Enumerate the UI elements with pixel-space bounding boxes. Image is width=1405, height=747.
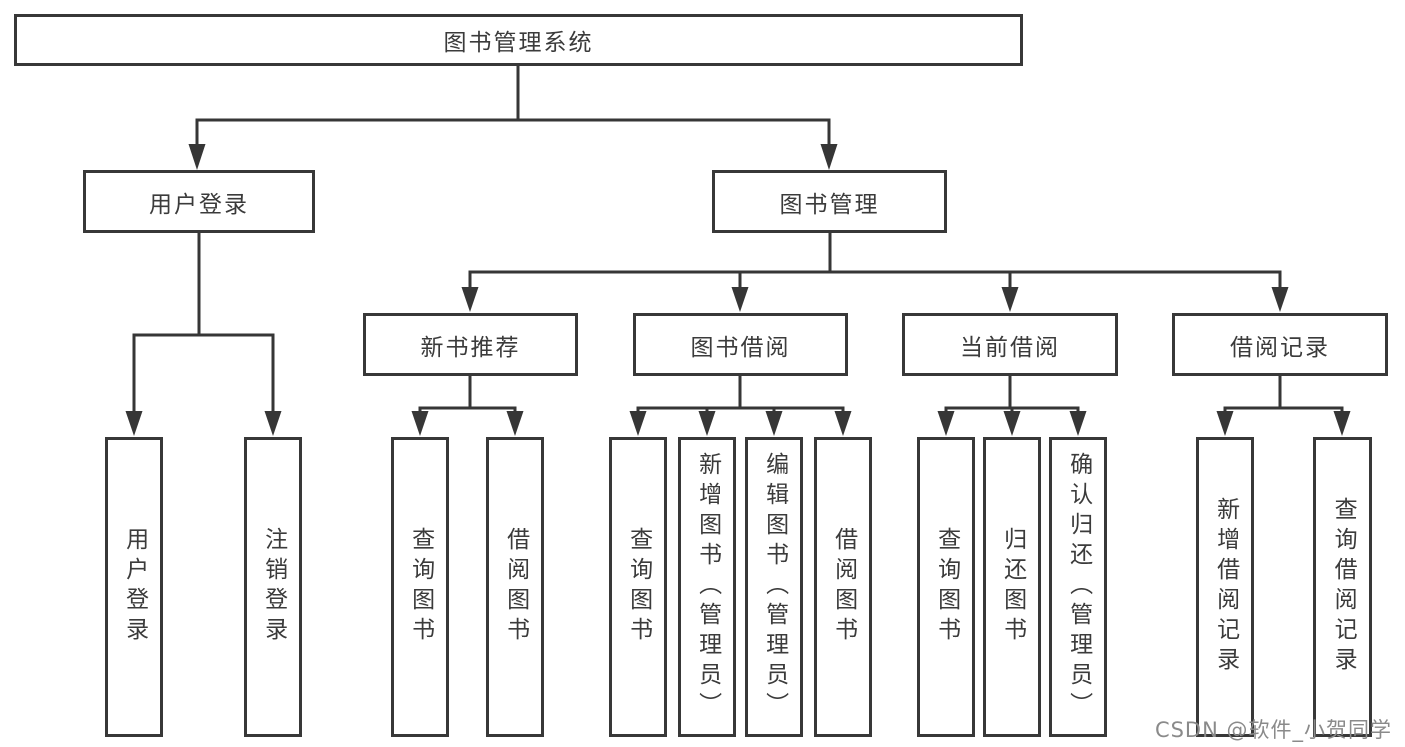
node-user-login-label: 用户登录 [149,191,249,218]
leaf-cb-query-books: 查询图书 [917,437,975,737]
connector-user-login [125,233,282,436]
node-borrow-records-label: 借阅记录 [1230,334,1330,361]
leaf-nbr-borrow-books-label: 借阅图书 [502,527,529,647]
node-book-borrow-label: 图书借阅 [690,334,791,361]
leaf-cb-confirm-return-admin-label: 确认归还（管理员） [1065,452,1092,722]
leaf-logout-login: 注销登录 [244,437,302,737]
leaf-bb-edit-books-admin-label: 编辑图书（管理员） [761,452,788,722]
leaf-bb-borrow-books: 借阅图书 [814,437,872,737]
node-current-borrow-label: 当前借阅 [960,334,1060,361]
connector-new-book-recommend [411,376,524,436]
leaf-bb-add-books-admin: 新增图书（管理员） [678,437,736,737]
connector-book-borrow [629,376,852,436]
connector-root [188,66,838,170]
leaf-bb-add-books-admin-label: 新增图书（管理员） [694,452,721,722]
leaf-br-add-record-label: 新增借阅记录 [1212,497,1239,677]
leaf-nbr-borrow-books: 借阅图书 [486,437,544,737]
leaf-bb-query-books: 查询图书 [609,437,667,737]
leaf-nbr-query-books-label: 查询图书 [407,527,434,647]
connector-borrow-records [1216,376,1351,436]
node-book-borrow: 图书借阅 [633,313,848,376]
leaf-bb-borrow-books-label: 借阅图书 [830,527,857,647]
connector-book-management [461,233,1289,312]
node-book-management: 图书管理 [712,170,947,233]
leaf-bb-query-books-label: 查询图书 [625,527,652,647]
leaf-user-login: 用户登录 [105,437,163,737]
leaf-nbr-query-books: 查询图书 [391,437,449,737]
leaf-br-add-record: 新增借阅记录 [1196,437,1254,737]
node-borrow-records: 借阅记录 [1172,313,1388,376]
node-new-book-recommend: 新书推荐 [363,313,578,376]
connector-current-borrow [937,376,1087,436]
leaf-user-login-label: 用户登录 [121,527,148,647]
leaf-logout-login-label: 注销登录 [260,527,287,647]
leaf-cb-return-books-label: 归还图书 [999,527,1026,647]
node-root-label: 图书管理系统 [443,30,594,56]
node-current-borrow: 当前借阅 [902,313,1118,376]
watermark: CSDN @软件_小贺同学 [1154,718,1392,742]
leaf-br-query-record-label: 查询借阅记录 [1330,497,1357,677]
node-book-management-label: 图书管理 [779,191,880,218]
leaf-br-query-record: 查询借阅记录 [1313,437,1372,737]
leaf-bb-edit-books-admin: 编辑图书（管理员） [745,437,803,737]
leaf-cb-confirm-return-admin: 确认归还（管理员） [1049,437,1107,737]
node-new-book-recommend-label: 新书推荐 [420,334,521,361]
node-root: 图书管理系统 [14,14,1023,66]
leaf-cb-query-books-label: 查询图书 [933,527,960,647]
node-user-login: 用户登录 [83,170,315,233]
leaf-cb-return-books: 归还图书 [983,437,1041,737]
